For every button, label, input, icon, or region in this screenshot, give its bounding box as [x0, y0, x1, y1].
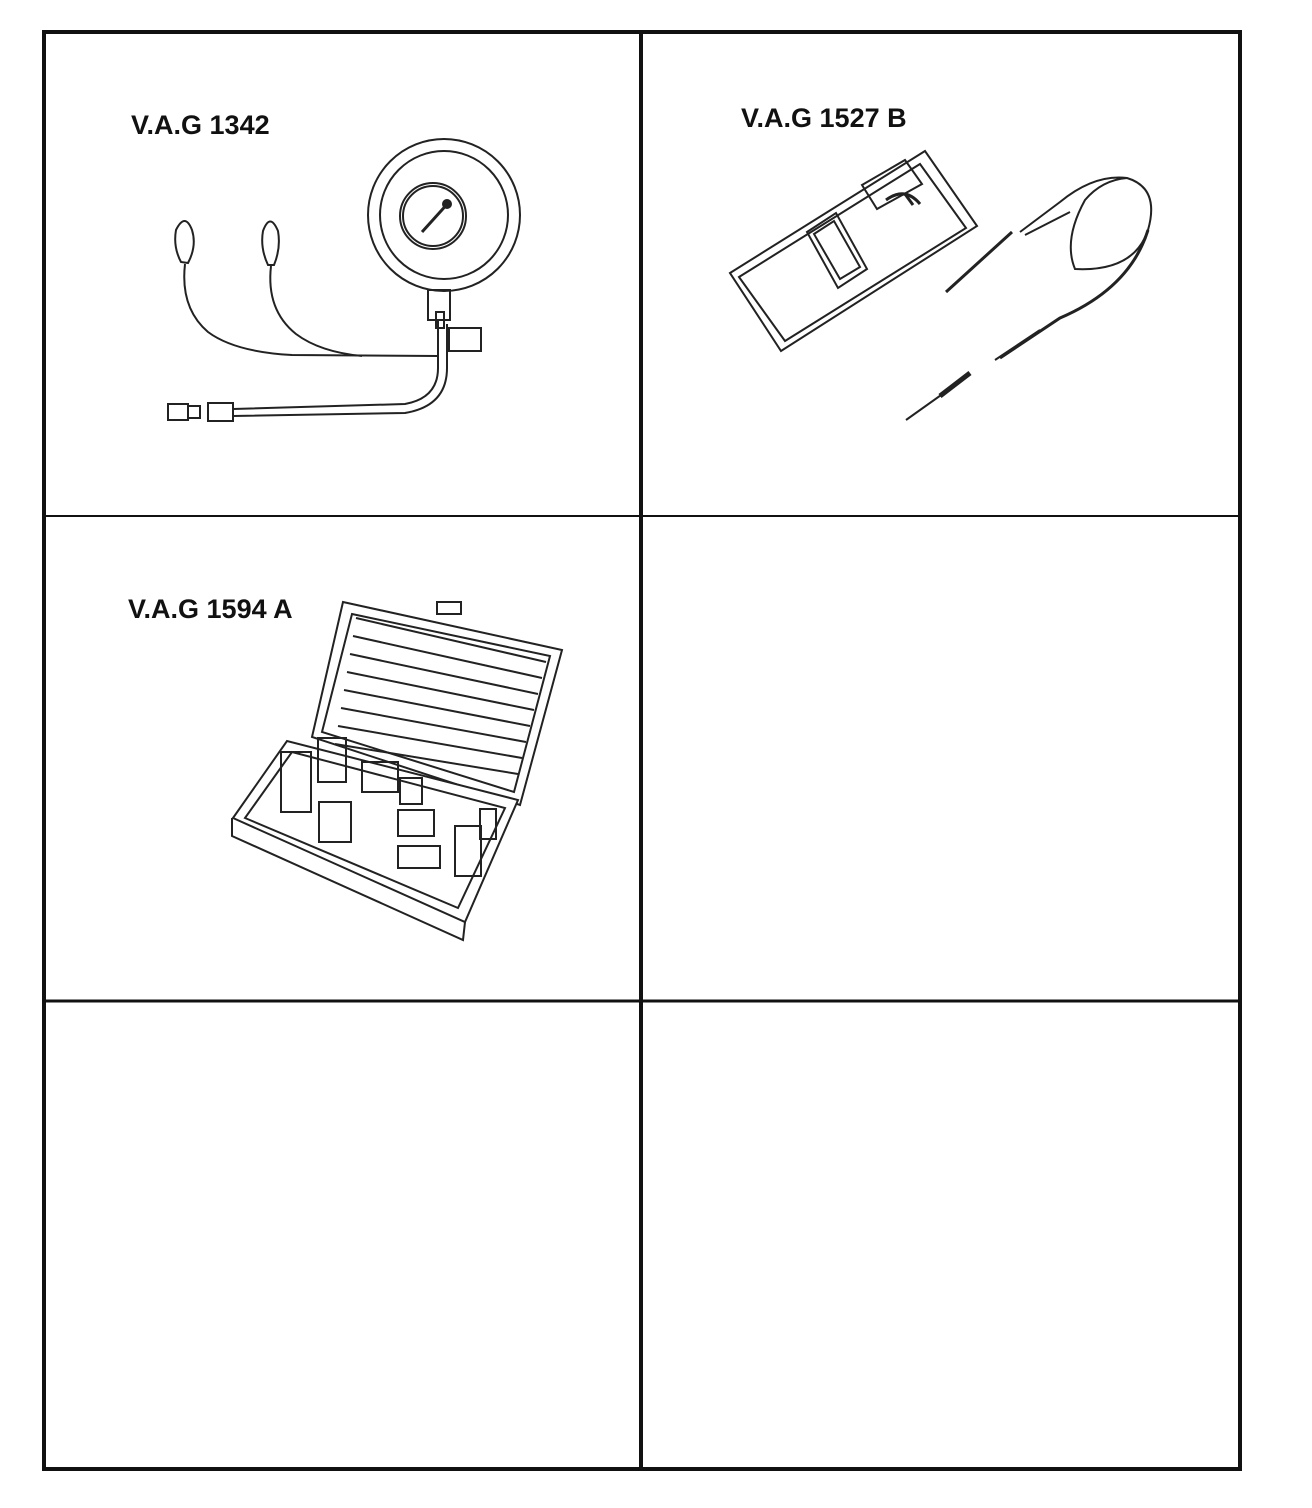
tool-label-vag-1527b: V.A.G 1527 B: [741, 103, 907, 133]
adapter-case-icon: [231, 600, 564, 942]
multimeter-icon: [728, 149, 1153, 421]
tool-label-vag-1342: V.A.G 1342: [131, 110, 270, 140]
tool-label-vag-1594a: V.A.G 1594 A: [128, 594, 293, 624]
grid-lines: [42, 30, 1242, 1471]
pressure-gauge-icon: [167, 138, 521, 422]
